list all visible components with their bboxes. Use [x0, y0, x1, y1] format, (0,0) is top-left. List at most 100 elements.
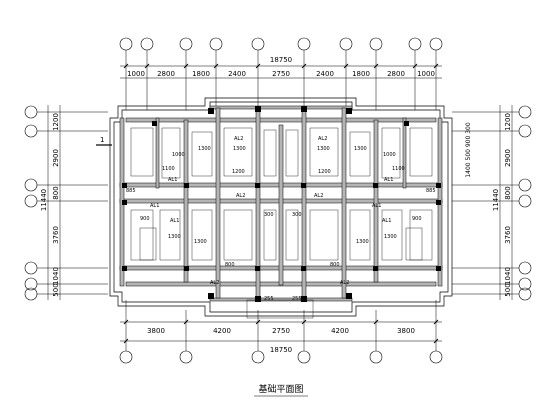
beam-label: AL1	[168, 177, 177, 183]
top-segment-dim: 2400	[228, 70, 246, 78]
right-segment-dim: 1200	[504, 113, 512, 131]
axis-bubble	[251, 350, 265, 364]
axis-bubble	[297, 37, 311, 51]
bottom-segment-dim: 3800	[397, 327, 415, 335]
top-segment-dim: 1000	[417, 70, 435, 78]
axis-bubble	[518, 194, 532, 208]
axis-bubble	[24, 105, 38, 119]
top-segment-dim: 2400	[316, 70, 334, 78]
room-outlines	[130, 127, 433, 319]
beam-labels: AL1 AL2 AL2 AL1 AL1 AL2 AL2 AL1 AL1 AL1 …	[150, 136, 393, 286]
left-segment-dim: 1200	[52, 113, 60, 131]
foundation-outline	[109, 97, 453, 317]
interior-dim: 1300	[317, 146, 330, 152]
axis-bubble	[251, 37, 265, 51]
right-overall-dim: 11440	[492, 189, 500, 211]
top-segment-dim: 2800	[157, 70, 175, 78]
axis-bubble	[429, 350, 443, 364]
interior-dim: 1100	[392, 166, 405, 172]
interior-dim: 800	[330, 262, 340, 268]
interior-dim: 885	[426, 188, 436, 194]
section-marker-label: 1	[100, 136, 104, 144]
interior-dimensions: 1300 1300 1300 1300 900 900 1000 1000 88…	[126, 146, 436, 302]
top-overall-dim: 18750	[270, 56, 292, 64]
beam-label: AL1	[150, 203, 159, 209]
axis-bubble	[140, 37, 154, 51]
beam-label: AL1	[384, 177, 393, 183]
axis-bubble	[119, 350, 133, 364]
axis-bubble	[24, 178, 38, 192]
interior-dim: 1200	[318, 169, 331, 175]
axis-bubble	[429, 37, 443, 51]
dimension-lines	[37, 50, 519, 351]
interior-dim: 255	[264, 296, 274, 302]
bottom-overall-dim: 18750	[270, 346, 292, 354]
beam-label: AL2	[236, 193, 245, 199]
right-segment-dim: 2900	[504, 149, 512, 167]
section-marker: 1	[96, 136, 112, 146]
axis-bubble	[209, 37, 223, 51]
axis-bubble	[119, 37, 133, 51]
beam-label: AL1	[170, 218, 179, 224]
interior-dim: 800	[225, 262, 235, 268]
wall-strips	[119, 105, 443, 302]
right-segment-dim: 1040	[504, 267, 512, 285]
axis-bubble	[369, 37, 383, 51]
interior-dim: 885	[126, 188, 136, 194]
axis-bubble	[518, 105, 532, 119]
beam-label: AL2	[340, 280, 349, 286]
axis-bubble	[339, 37, 353, 51]
axis-bubble	[408, 37, 422, 51]
beam-label: AL2	[318, 136, 327, 142]
left-segment-dim: 800	[52, 186, 60, 199]
bottom-segment-dim: 3800	[147, 327, 165, 335]
axis-bubble	[297, 350, 311, 364]
top-segment-dim: 2800	[387, 70, 405, 78]
interior-dim: 1300	[194, 239, 207, 245]
interior-dim: 1300	[356, 239, 369, 245]
beam-label: AL1	[372, 203, 381, 209]
axis-bubble	[179, 350, 193, 364]
interior-dim: 1300	[198, 146, 211, 152]
top-segment-dim: 1800	[352, 70, 370, 78]
interior-dim: 1000	[383, 152, 396, 158]
interior-dim: 900	[140, 216, 150, 222]
left-segment-dim: 2900	[52, 149, 60, 167]
axis-bubble	[24, 194, 38, 208]
left-segment-dim: 3760	[52, 226, 60, 244]
interior-dim: 1300	[168, 234, 181, 240]
right-segment-dim: 3760	[504, 226, 512, 244]
axis-bubble	[369, 350, 383, 364]
axis-bubble	[518, 124, 532, 138]
top-segment-dim: 2750	[272, 70, 290, 78]
left-segment-dim: 500	[52, 283, 60, 296]
drawing-title: 基础平面图	[258, 383, 303, 395]
beam-label: AL2	[314, 193, 323, 199]
dimension-texts: 18750 1000 2800 1800 2400 2750 2400 1800…	[40, 56, 512, 354]
interior-dim: 1100	[162, 166, 175, 172]
right-segment-dim: 800	[504, 186, 512, 199]
interior-dim: 1300	[384, 234, 397, 240]
beam-label: AL2	[234, 136, 243, 142]
interior-dim: 900	[412, 216, 422, 222]
bottom-segment-dim: 2750	[272, 327, 290, 335]
right-segment-dim: 500	[504, 283, 512, 296]
right-stacked-dim: 1400 500 900 300	[465, 122, 472, 178]
interior-dim: 300	[264, 212, 274, 218]
left-segment-dim: 1040	[52, 267, 60, 285]
interior-dim: 255	[292, 296, 302, 302]
bottom-segment-dim: 4200	[331, 327, 349, 335]
columns	[122, 106, 441, 302]
axis-bubble	[518, 261, 532, 275]
beam-label: AL1	[382, 218, 391, 224]
top-segment-dim: 1800	[192, 70, 210, 78]
beam-label: AL2	[210, 280, 219, 286]
interior-dim: 1200	[232, 169, 245, 175]
interior-dim: 1300	[354, 146, 367, 152]
axis-bubble	[179, 37, 193, 51]
axis-bubble	[518, 178, 532, 192]
bottom-segment-dim: 4200	[213, 327, 231, 335]
interior-dim: 1000	[172, 152, 185, 158]
interior-dim: 300	[292, 212, 302, 218]
